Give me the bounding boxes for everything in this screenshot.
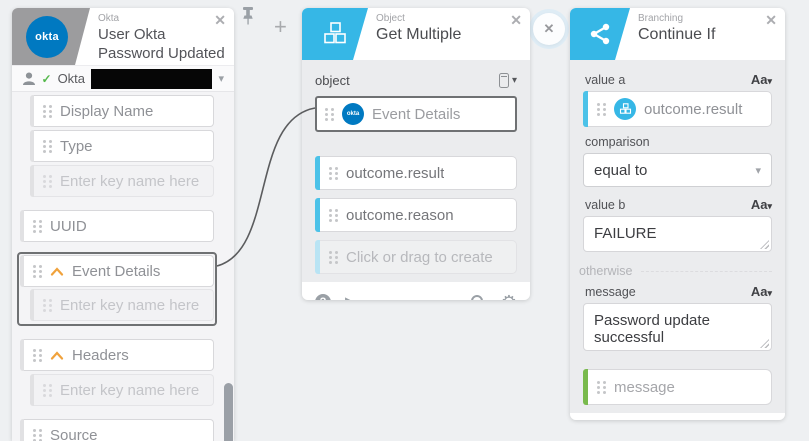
- otherwise-label: otherwise: [579, 264, 633, 278]
- output-outcome-result[interactable]: outcome.result: [315, 156, 517, 190]
- output-list: outcome.result outcome.reason Click or d…: [315, 156, 517, 274]
- field-key-placeholder[interactable]: Enter key name here: [30, 374, 214, 406]
- search-icon[interactable]: [470, 294, 487, 301]
- branching-logo-block: [570, 8, 630, 60]
- object-chip-icon: [614, 98, 636, 120]
- field-display-name[interactable]: Display Name: [30, 95, 214, 127]
- format-selector[interactable]: Aa▾: [750, 197, 772, 212]
- resize-handle-icon[interactable]: [760, 240, 769, 249]
- drag-handle-icon[interactable]: [33, 348, 42, 362]
- okta-chip-icon: okta: [342, 103, 364, 125]
- okta-logo-icon: okta: [26, 16, 68, 58]
- message-label: message: [585, 285, 636, 299]
- collapse-chevron-icon[interactable]: [50, 350, 64, 360]
- pin-icon[interactable]: [240, 6, 256, 26]
- drag-handle-icon[interactable]: [33, 428, 42, 441]
- object-type-icon: [498, 72, 509, 88]
- trigger-card-okta: okta Okta User Okta Password Updated ✕ ✓…: [12, 8, 234, 441]
- okta-logo-block: okta: [12, 8, 90, 65]
- cubes-icon: [321, 21, 349, 47]
- account-selector[interactable]: ✓ Okta ▾: [12, 66, 234, 92]
- value-a-chip-label: outcome.result: [644, 100, 743, 118]
- drag-handle-icon[interactable]: [33, 264, 42, 278]
- chevron-down-icon: ▾: [218, 73, 224, 85]
- drag-handle-icon[interactable]: [43, 139, 52, 153]
- object-value-input[interactable]: okta Event Details: [315, 96, 517, 132]
- field-uuid[interactable]: UUID: [20, 210, 214, 242]
- drag-handle-icon[interactable]: [329, 250, 338, 264]
- card-header: Branching Continue If ✕: [570, 8, 785, 60]
- help-icon[interactable]: ?: [315, 294, 331, 300]
- drag-handle-icon[interactable]: [33, 219, 42, 233]
- divider: [640, 270, 772, 272]
- value-a-label: value a: [585, 73, 626, 87]
- object-type-selector[interactable]: ▾: [498, 72, 517, 88]
- gear-icon[interactable]: ⚙: [501, 293, 517, 300]
- share-icon: [587, 21, 613, 47]
- output-message[interactable]: message: [583, 369, 772, 405]
- object-input-label: object: [315, 72, 350, 88]
- format-selector[interactable]: Aa▾: [750, 72, 772, 87]
- close-icon[interactable]: ✕: [765, 12, 777, 28]
- comparison-label: comparison: [585, 135, 650, 149]
- chevron-down-icon: ▾: [511, 74, 517, 86]
- object-logo-block: [302, 8, 368, 60]
- function-card-get-multiple: Object Get Multiple ✕ object ▾ okta Even…: [302, 8, 530, 300]
- card-title: User Okta Password Updated: [98, 26, 225, 62]
- drag-handle-icon[interactable]: [43, 298, 52, 312]
- collapse-chevron-icon[interactable]: [50, 266, 64, 276]
- chevron-down-icon: ▾: [767, 201, 772, 211]
- card-category: Branching: [638, 13, 684, 24]
- drag-handle-icon[interactable]: [43, 174, 52, 188]
- comparison-select[interactable]: equal to ▾: [583, 153, 772, 187]
- field-key-placeholder[interactable]: Enter key name here: [30, 289, 214, 321]
- card-footer: ? ▶ ⚙: [570, 413, 785, 420]
- drag-handle-icon[interactable]: [329, 208, 338, 222]
- run-icon[interactable]: ▶: [345, 295, 357, 301]
- object-value-label: Event Details: [372, 105, 461, 123]
- connected-check-icon: ✓: [41, 71, 52, 86]
- value-b-textarea[interactable]: FAILURE: [583, 216, 772, 252]
- card-title: Continue If: [638, 26, 716, 43]
- close-icon[interactable]: ✕: [510, 12, 522, 28]
- output-create-placeholder[interactable]: Click or drag to create: [315, 240, 517, 274]
- drag-handle-icon[interactable]: [43, 383, 52, 397]
- field-event-details[interactable]: Event Details: [20, 255, 214, 287]
- card-category: Object: [376, 13, 405, 24]
- card-header: okta Okta User Okta Password Updated ✕: [12, 8, 234, 66]
- card-title: Get Multiple: [376, 26, 462, 43]
- drag-handle-icon[interactable]: [597, 380, 606, 394]
- message-textarea[interactable]: Password update successful: [583, 303, 772, 351]
- remove-connection-button[interactable]: ✕: [533, 13, 565, 45]
- selected-field-group: Event Details Enter key name here: [17, 252, 217, 326]
- card-footer: ? ▶ ⚙: [302, 282, 530, 300]
- field-key-placeholder[interactable]: Enter key name here: [30, 165, 214, 197]
- chevron-down-icon: ▾: [755, 164, 761, 177]
- format-selector[interactable]: Aa▾: [750, 284, 772, 299]
- card-category: Okta: [98, 13, 120, 24]
- drag-handle-icon[interactable]: [597, 102, 606, 116]
- card-header: Object Get Multiple ✕: [302, 8, 530, 60]
- redacted-account-id: [91, 68, 213, 89]
- field-list: Display Name Type Enter key name here UU…: [12, 92, 234, 441]
- value-b-label: value b: [585, 198, 626, 212]
- account-name: Okta: [57, 71, 86, 86]
- field-source[interactable]: Source: [20, 419, 214, 441]
- field-headers[interactable]: Headers: [20, 339, 214, 371]
- output-outcome-reason[interactable]: outcome.reason: [315, 198, 517, 232]
- drag-handle-icon[interactable]: [329, 166, 338, 180]
- drag-handle-icon[interactable]: [325, 107, 334, 121]
- drag-handle-icon[interactable]: [43, 104, 52, 118]
- field-type[interactable]: Type: [30, 130, 214, 162]
- value-a-input[interactable]: outcome.result: [583, 91, 772, 127]
- branching-card-continue-if: Branching Continue If ✕ value a Aa▾ outc…: [570, 8, 785, 420]
- person-icon: [23, 72, 35, 85]
- scrollbar-thumb[interactable]: [224, 383, 233, 441]
- chevron-down-icon: ▾: [767, 76, 772, 86]
- close-icon[interactable]: ✕: [214, 12, 226, 28]
- add-card-button[interactable]: +: [274, 14, 287, 39]
- chevron-down-icon: ▾: [767, 288, 772, 298]
- resize-handle-icon[interactable]: [760, 339, 769, 348]
